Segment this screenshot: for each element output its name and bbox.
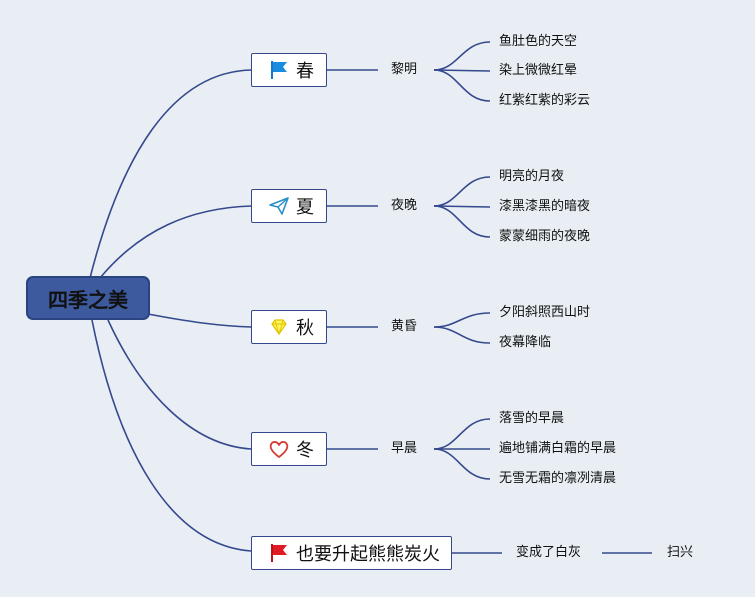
leaf-autumn-1[interactable]: 夕阳斜照西山时 bbox=[499, 305, 591, 320]
heart-icon bbox=[268, 438, 290, 460]
blue-flag-icon bbox=[268, 59, 290, 81]
leaf-summer-2[interactable]: 漆黑漆黑的暗夜 bbox=[499, 199, 591, 214]
leaf-spring-3[interactable]: 红紫红紫的彩云 bbox=[499, 93, 591, 108]
connector-root-fire bbox=[91, 319, 252, 552]
red-flag-icon bbox=[268, 542, 290, 564]
season-label-spring: 春 bbox=[296, 61, 314, 82]
connector-summer-leaf-3 bbox=[433, 205, 491, 238]
season-label-winter: 冬 bbox=[296, 440, 314, 461]
leaf-winter-3[interactable]: 无雪无霜的凛冽清晨 bbox=[499, 471, 617, 486]
connector-summer-leaf-1 bbox=[433, 176, 491, 207]
connector-root-autumn bbox=[147, 313, 252, 328]
season-label-fire: 也要升起熊熊炭火 bbox=[296, 544, 440, 565]
root-label: 四季之美 bbox=[48, 287, 128, 312]
paper-plane-icon bbox=[268, 195, 290, 217]
time-label-spring[interactable]: 黎明 bbox=[391, 62, 418, 77]
connector-summer-leaf-2 bbox=[433, 205, 491, 208]
time-label-fire[interactable]: 变成了白灰 bbox=[516, 545, 582, 560]
time-label-summer[interactable]: 夜晚 bbox=[391, 198, 418, 213]
season-label-autumn: 秋 bbox=[296, 318, 314, 339]
connector-root-spring bbox=[89, 69, 252, 279]
leaf-spring-1[interactable]: 鱼肚色的天空 bbox=[499, 34, 578, 49]
leaf-summer-3[interactable]: 蒙蒙细雨的夜晚 bbox=[499, 229, 591, 244]
root-node[interactable]: 四季之美 bbox=[26, 276, 150, 320]
connector-winter-leaf-1 bbox=[433, 418, 491, 450]
connector-winter-leaf-3 bbox=[433, 448, 491, 480]
leaf-winter-1[interactable]: 落雪的早晨 bbox=[499, 411, 565, 426]
time-label-winter[interactable]: 早晨 bbox=[391, 441, 418, 456]
node-spring[interactable]: 春 bbox=[251, 53, 327, 87]
node-fire[interactable]: 也要升起熊熊炭火 bbox=[251, 536, 452, 570]
connector-spring-leaf-3 bbox=[433, 69, 491, 102]
time-label-autumn[interactable]: 黄昏 bbox=[391, 319, 418, 334]
diamond-icon bbox=[268, 316, 290, 338]
leaf-summer-1[interactable]: 明亮的月夜 bbox=[499, 169, 565, 184]
connector-root-summer bbox=[99, 205, 252, 279]
season-label-summer: 夏 bbox=[296, 197, 314, 218]
leaf-spring-2[interactable]: 染上微微红晕 bbox=[499, 63, 578, 78]
connector-root-winter bbox=[107, 319, 252, 450]
leaf-fire-1[interactable]: 扫兴 bbox=[667, 545, 694, 560]
node-winter[interactable]: 冬 bbox=[251, 432, 327, 466]
node-autumn[interactable]: 秋 bbox=[251, 310, 327, 344]
connector-autumn-leaf-1 bbox=[433, 312, 491, 328]
connector-spring-leaf-2 bbox=[433, 69, 491, 72]
leaf-autumn-2[interactable]: 夜幕降临 bbox=[499, 335, 552, 350]
connector-spring-leaf-1 bbox=[433, 41, 491, 71]
leaf-winter-2[interactable]: 遍地铺满白霜的早晨 bbox=[499, 441, 617, 456]
connector-autumn-leaf-2 bbox=[433, 326, 491, 344]
node-summer[interactable]: 夏 bbox=[251, 189, 327, 223]
